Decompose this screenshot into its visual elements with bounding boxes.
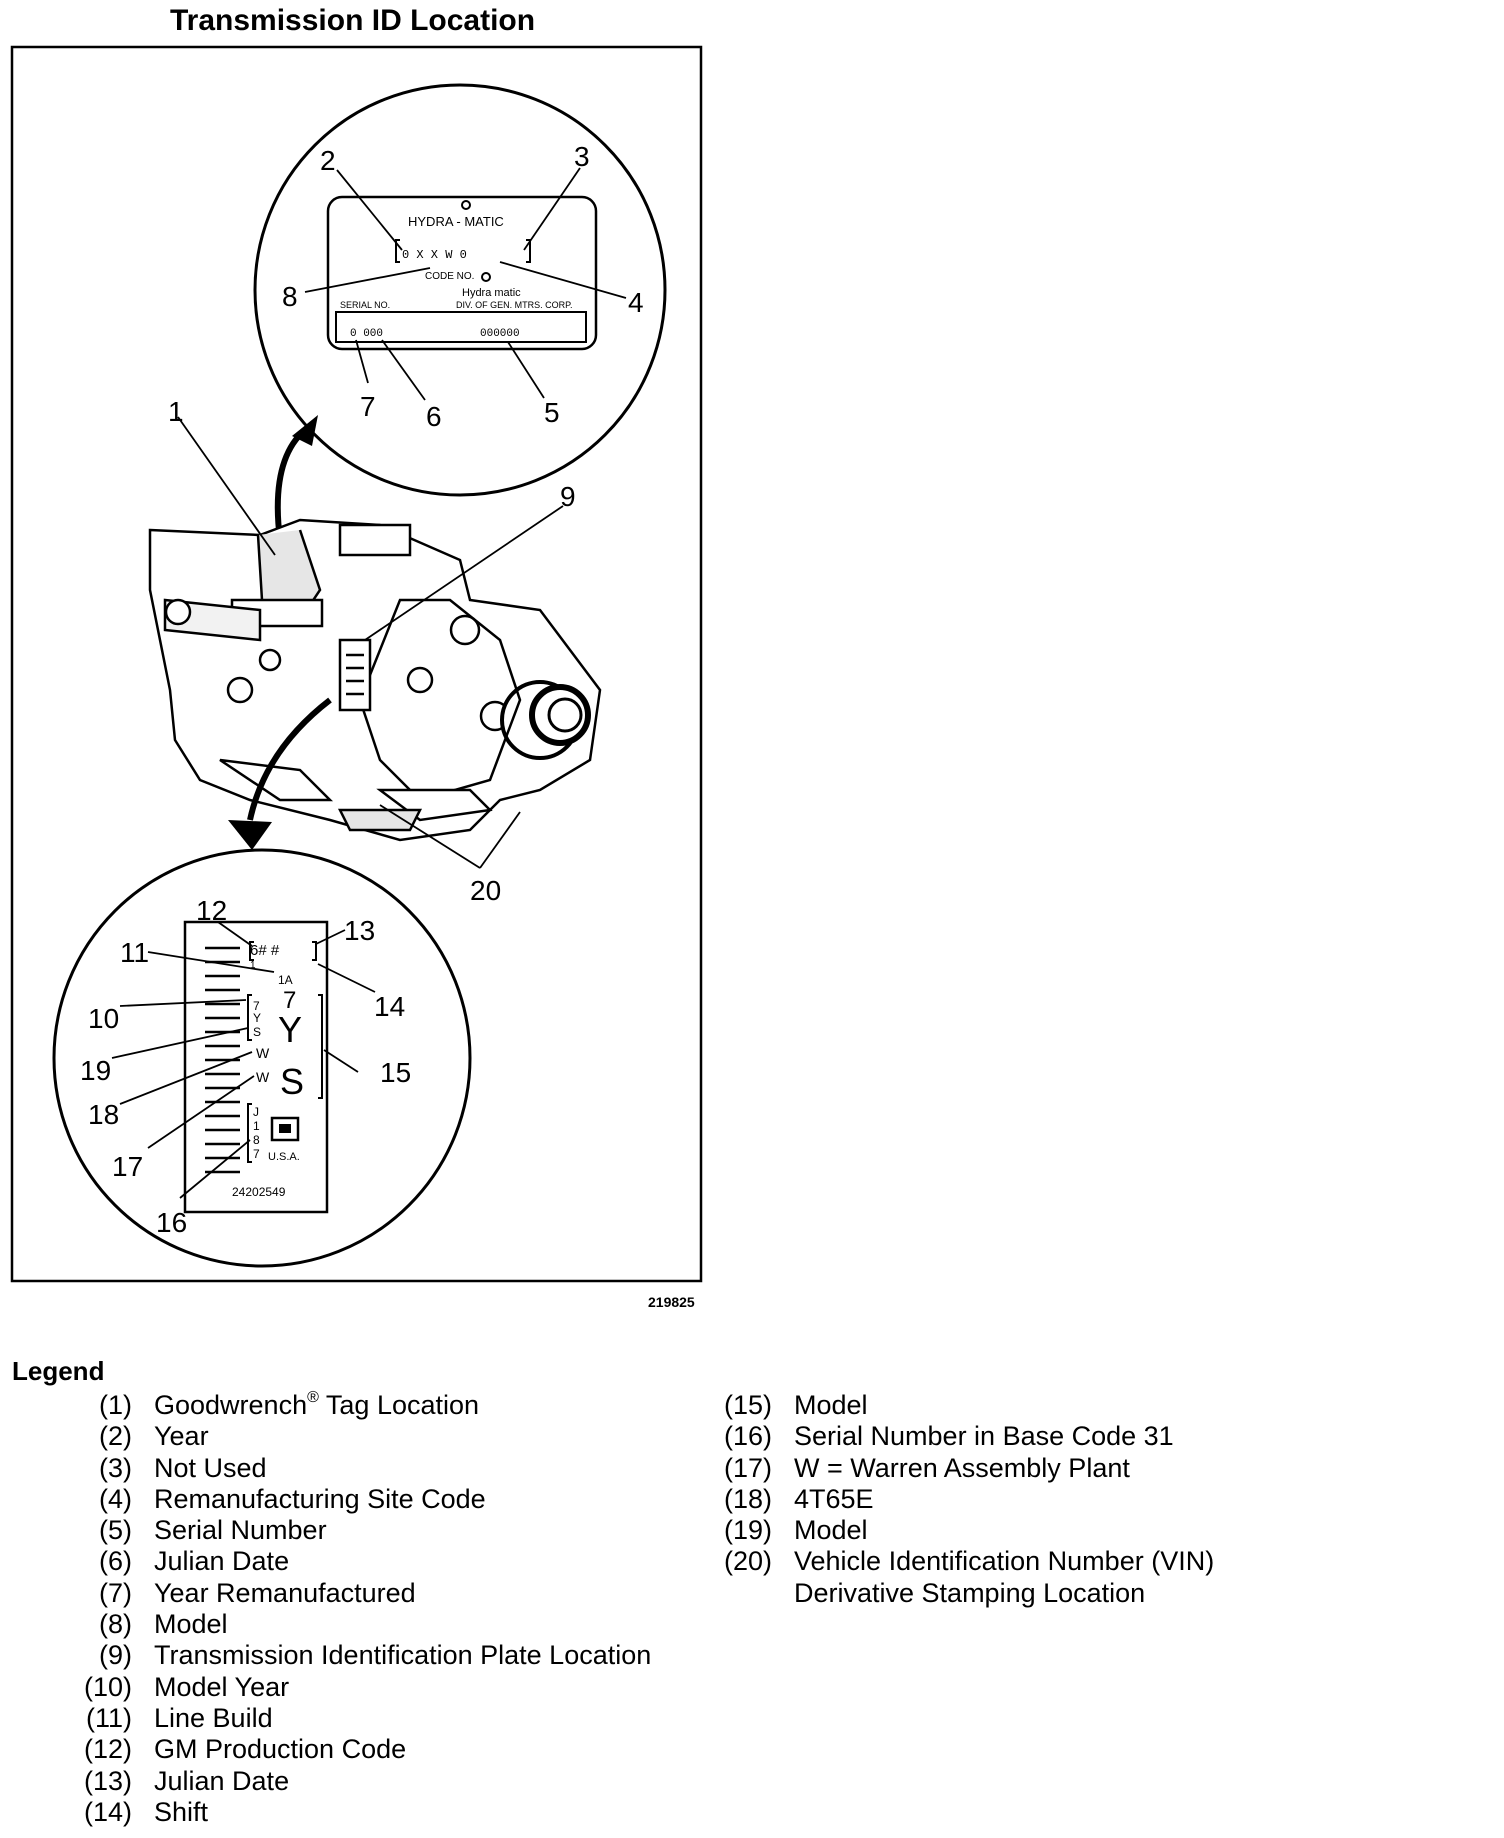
figure-number: 219825 — [648, 1294, 695, 1310]
callout-2: 2 — [320, 145, 336, 176]
callout-15: 15 — [380, 1057, 411, 1088]
legend-item: (15)Model — [723, 1390, 868, 1420]
legend-item: (4)Remanufacturing Site Code — [99, 1483, 486, 1514]
lower-detail-circle: 6# # 1 1A 7 7 Y S Y W W S J 1 8 7 U.S.A.… — [52, 848, 472, 1268]
callout-3: 3 — [574, 141, 590, 172]
callout-20: 20 — [470, 875, 501, 906]
callout-10: 10 — [88, 1003, 119, 1034]
legend-item: (16)Serial Number in Base Code 31 — [723, 1421, 1174, 1452]
legend-item: (13)Julian Date — [83, 1765, 290, 1796]
legend-left-column: (1)Goodwrench® Tag Location (2)Year (3)N… — [60, 1390, 651, 1828]
legend-item: (7)Year Remanufactured — [99, 1577, 416, 1608]
callout-8: 8 — [282, 281, 298, 312]
callout-11: 11 — [120, 937, 149, 968]
plate-serial-char-4: 7 — [253, 1147, 260, 1161]
id-plate-location — [338, 638, 372, 712]
plate-brand: HYDRA - MATIC — [408, 214, 504, 229]
plate-part-number: 24202549 — [232, 1185, 286, 1199]
plate-serial-char-1: J — [253, 1105, 259, 1119]
callout-16: 16 — [156, 1207, 187, 1238]
legend-item: (17)W = Warren Assembly Plant — [723, 1452, 1130, 1483]
callout-6: 6 — [426, 401, 442, 432]
legend-item: (6)Julian Date — [99, 1546, 290, 1577]
plate-big-digit: 7 — [283, 987, 296, 1014]
plate-code-top-sub: 1 — [250, 960, 256, 971]
diagram-title: Transmission ID Location — [170, 4, 536, 37]
figure-frame — [10, 45, 703, 1283]
callout-4: 4 — [628, 287, 644, 318]
plate-big-s: S — [280, 1061, 304, 1102]
legend-item: (3)Not Used — [99, 1452, 267, 1483]
plate-line-build: 1A — [278, 973, 293, 987]
plate-serial-left: 0 000 — [350, 328, 383, 340]
callout-13: 13 — [344, 915, 375, 946]
callout-19: 19 — [80, 1055, 111, 1086]
plate-big-y: Y — [278, 1009, 302, 1050]
plate-code-label: CODE NO. — [425, 271, 474, 282]
callout-5: 5 — [544, 397, 560, 428]
plate-serial-char-3: 8 — [253, 1133, 260, 1147]
legend-item: (8)Model — [99, 1609, 228, 1640]
legend-item: (14)Shift — [83, 1796, 209, 1827]
plate-code-value: 0 X X W 0 — [402, 248, 467, 262]
plate-year-char-3: S — [253, 1025, 261, 1039]
lower-id-plate — [183, 920, 329, 1214]
legend-item: (12)GM Production Code — [83, 1734, 407, 1765]
plate-country: U.S.A. — [268, 1151, 300, 1163]
callout-18: 18 — [88, 1099, 119, 1130]
legend-item: (18)4T65E — [723, 1483, 874, 1514]
legend-item: (5)Serial Number — [99, 1515, 327, 1546]
legend-item: (1)Goodwrench® Tag Location — [99, 1389, 480, 1421]
plate-w2: W — [256, 1069, 270, 1085]
legend-right-column: (15)Model (16)Serial Number in Base Code… — [700, 1390, 1214, 1609]
legend-item: (9)Transmission Identification Plate Loc… — [99, 1640, 652, 1671]
plate-code-top: 6# # — [250, 942, 280, 959]
plate-w1: W — [256, 1045, 270, 1061]
legend-item: (11)Line Build — [85, 1702, 273, 1733]
callout-7: 7 — [360, 391, 376, 422]
plate-serial-label: SERIAL NO. — [340, 300, 390, 310]
legend-item: (20)Vehicle Identification Number (VIN) — [723, 1546, 1215, 1577]
callout-17: 17 — [112, 1151, 143, 1182]
legend-heading: Legend — [12, 1356, 105, 1386]
callout-14: 14 — [374, 991, 405, 1022]
callout-1: 1 — [168, 396, 184, 427]
callout-9: 9 — [560, 481, 576, 512]
upper-detail-circle: HYDRA - MATIC 0 X X W 0 CODE NO. Hydra m… — [253, 83, 667, 497]
plate-serial-char-2: 1 — [253, 1119, 260, 1133]
plate-division-label: DIV. OF GEN. MTRS. CORP. — [456, 300, 573, 310]
transmission-body — [148, 518, 602, 842]
plate-year-char-2: Y — [253, 1011, 261, 1025]
transmission-diagram: HYDRA - MATIC 0 X X W 0 CODE NO. Hydra m… — [10, 45, 703, 1283]
legend-item: (2)Year — [99, 1421, 209, 1452]
plate-year-char-1: 7 — [253, 999, 260, 1013]
callout-12: 12 — [196, 895, 227, 926]
legend-item-continued: Derivative Stamping Location — [794, 1577, 1146, 1608]
plate-serial-right: 000000 — [480, 328, 520, 340]
legend-item: (19)Model — [723, 1515, 868, 1546]
legend-item: (10)Model Year — [83, 1671, 290, 1702]
plate-maker: Hydra matic — [462, 287, 521, 299]
upper-id-plate — [326, 195, 598, 351]
